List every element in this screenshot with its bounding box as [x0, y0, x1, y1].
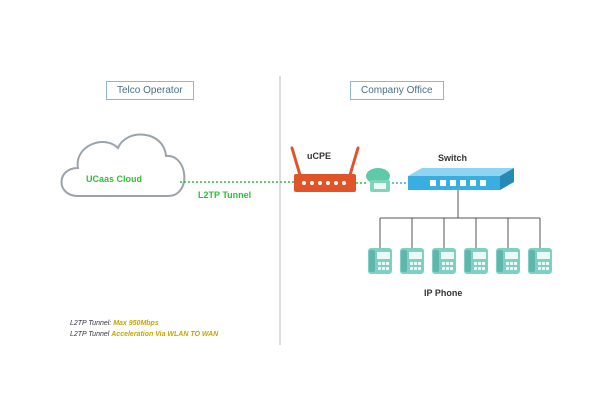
ip-phone-icon: [400, 248, 424, 274]
telco-operator-label: Telco Operator: [106, 81, 194, 100]
ucpe-label: uCPE: [307, 151, 332, 161]
ip-phone-icon: [528, 248, 552, 274]
note-line-2: L2TP Tunnel Acceleration Via WLAN TO WAN: [70, 331, 218, 338]
cloud-label: UCaas Cloud: [86, 174, 143, 184]
note-1-highlight: Max 950Mbps: [113, 320, 159, 327]
cloud-icon: [60, 133, 186, 197]
ip-phone-icon: [368, 248, 392, 274]
note-1-prefix: L2TP Tunnel:: [70, 320, 114, 327]
switch-icon: [408, 168, 514, 190]
phone-group: [368, 218, 552, 274]
company-office-label: Company Office: [350, 81, 444, 100]
tunnel-label: L2TP Tunnel: [198, 190, 252, 200]
note-line-1: L2TP Tunnel: Max 950Mbps: [70, 320, 159, 327]
note-2-highlight: Acceleration Via WLAN TO WAN: [111, 331, 219, 338]
ip-phone-icon: [496, 248, 520, 274]
ip-phone-label: IP Phone: [424, 288, 463, 298]
note-2-prefix: L2TP Tunnel: [70, 331, 112, 338]
ip-phone-icon: [432, 248, 456, 274]
ucpe-router-icon: [290, 146, 360, 192]
cloud-device-icon: [366, 168, 390, 192]
ip-phone-icon: [464, 248, 488, 274]
switch-label: Switch: [438, 153, 468, 163]
